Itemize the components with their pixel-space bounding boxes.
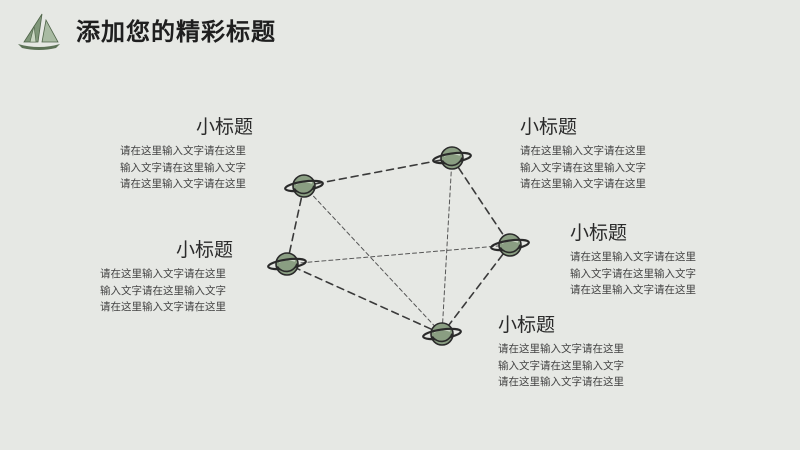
planet-3 xyxy=(267,252,307,276)
text-block-1: 小标题 请在这里输入文字请在这里 输入文字请在这里输入文字 请在这里输入文字请在… xyxy=(120,115,253,193)
block-subtitle: 小标题 xyxy=(520,116,578,138)
edge-4-5 xyxy=(441,244,511,335)
planet-icon xyxy=(284,174,324,198)
text-block-4: 小标题 请在这里输入文字请在这里 输入文字请在这里输入文字 请在这里输入文字请在… xyxy=(570,221,696,299)
edge-3-4 xyxy=(286,244,511,265)
block-text-line: 请在这里输入文字请在这里 xyxy=(570,284,696,296)
planet-icon xyxy=(267,252,307,276)
block-text-line: 输入文字请在这里输入文字 xyxy=(520,161,646,174)
block-subtitle: 小标题 xyxy=(570,222,628,244)
block-text-line: 输入文字请在这里输入文字 xyxy=(100,284,226,297)
edge-2-5 xyxy=(441,157,453,335)
planet-4 xyxy=(490,233,530,257)
text-block-2: 小标题 请在这里输入文字请在这里 输入文字请在这里输入文字 请在这里输入文字请在… xyxy=(520,115,646,193)
sailboat-logo-icon xyxy=(18,13,60,50)
edge-3-1 xyxy=(286,185,305,265)
text-block-5: 小标题 请在这里输入文字请在这里 输入文字请在这里输入文字 请在这里输入文字请在… xyxy=(498,313,624,391)
block-text-line: 请在这里输入文字请在这里 xyxy=(120,178,246,190)
block-text-line: 请在这里输入文字请在这里 xyxy=(100,301,226,313)
planet-2 xyxy=(432,146,472,170)
block-text-line: 请在这里输入文字请在这里 xyxy=(100,268,226,280)
block-text-line: 输入文字请在这里输入文字 xyxy=(570,267,696,280)
planet-icon xyxy=(490,233,530,257)
text-block-3: 小标题 请在这里输入文字请在这里 输入文字请在这里输入文字 请在这里输入文字请在… xyxy=(100,238,233,316)
block-text-line: 输入文字请在这里输入文字 xyxy=(120,161,246,174)
block-text-line: 输入文字请在这里输入文字 xyxy=(498,359,624,372)
block-text-line: 请在这里输入文字请在这里 xyxy=(120,145,246,157)
planet-5 xyxy=(422,322,462,346)
slide-title: 添加您的精彩标题 xyxy=(76,18,276,46)
block-text-line: 请在这里输入文字请在这里 xyxy=(498,376,624,388)
block-subtitle: 小标题 xyxy=(196,116,254,138)
planet-icon xyxy=(432,146,472,170)
edge-2-4 xyxy=(451,157,511,246)
planet-icon xyxy=(422,322,462,346)
edge-1-2 xyxy=(303,157,453,187)
block-subtitle: 小标题 xyxy=(176,239,234,261)
block-text-line: 请在这里输入文字请在这里 xyxy=(520,145,646,157)
planet-1 xyxy=(284,174,324,198)
block-subtitle: 小标题 xyxy=(498,314,556,336)
block-text-line: 请在这里输入文字请在这里 xyxy=(570,251,696,263)
block-text-line: 请在这里输入文字请在这里 xyxy=(498,343,624,355)
edge-1-5 xyxy=(303,185,443,335)
edge-5-3 xyxy=(286,263,443,335)
block-text-line: 请在这里输入文字请在这里 xyxy=(520,178,646,190)
